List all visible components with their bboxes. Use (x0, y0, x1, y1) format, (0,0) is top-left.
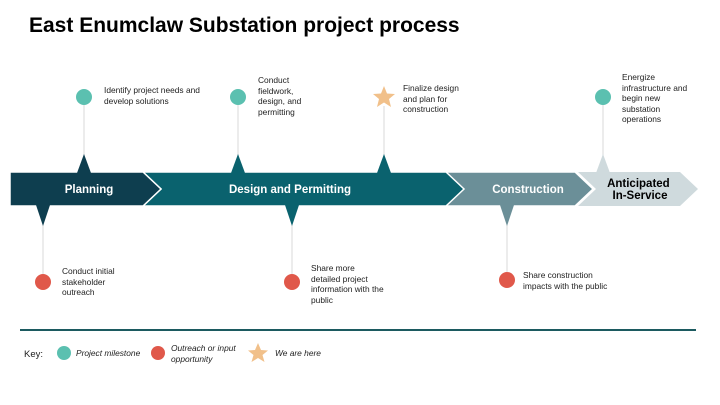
tick-marker (377, 154, 391, 173)
event-note-finalize: Finalize design and plan for constructio… (403, 83, 459, 114)
milestone-marker (595, 89, 611, 105)
key-outreach-icon (151, 346, 165, 360)
event-note-needs: Identify project needs and develop solut… (104, 85, 200, 106)
phase-label-construction: Construction (492, 184, 564, 196)
event-note-initial-outreach: Conduct initial stakeholder outreach (62, 266, 115, 297)
tick-marker (36, 205, 50, 226)
event-note-detailed-info: Share more detailed project information … (311, 263, 384, 305)
tick-marker (596, 154, 610, 173)
page-title: East Enumclaw Substation project process (29, 14, 460, 37)
outreach-marker (499, 272, 515, 288)
key-here-star-icon (248, 343, 268, 362)
phase-arrow-planning (9, 171, 163, 207)
we-are-here-star (373, 86, 395, 107)
outreach-marker (284, 274, 300, 290)
key-title: Key: (24, 349, 44, 360)
event-note-fieldwork: Conduct fieldwork, design, and permittin… (258, 75, 302, 117)
event-note-construction-impacts: Share construction impacts with the publ… (523, 270, 608, 291)
phase-arrow-inservice (578, 172, 698, 206)
milestone-marker (230, 89, 246, 105)
tick-marker (77, 154, 91, 173)
phase-label-planning: Planning (65, 184, 114, 196)
key-milestone-icon (57, 346, 71, 360)
phase-label-design: Design and Permitting (229, 184, 351, 196)
tick-marker (231, 154, 245, 173)
key-label-outreach: Outreach or input opportunity (171, 343, 236, 364)
tick-marker (500, 205, 514, 226)
outreach-marker (35, 274, 51, 290)
tick-marker (285, 205, 299, 226)
milestone-marker (76, 89, 92, 105)
key-label-here: We are here (275, 348, 321, 358)
phase-label-inservice: Anticipated In-Service (607, 178, 673, 202)
key-label-milestone: Project milestone (76, 348, 141, 358)
event-note-energize: Energize infrastructure and begin new su… (622, 72, 688, 124)
